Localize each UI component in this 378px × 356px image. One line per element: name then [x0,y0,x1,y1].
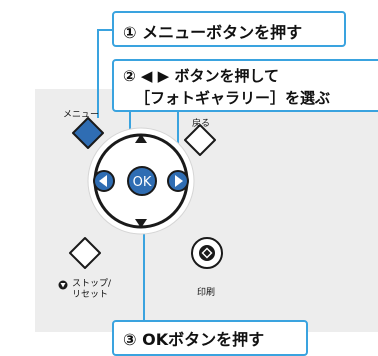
callout-step1-text: ① メニューボタンを押す [123,23,303,42]
left-arrow-icon [99,175,107,187]
callout-step1: ① メニューボタンを押す [112,11,346,47]
callout-step2: ② ◀ ▶ ボタンを押して ［フォトギャラリー］を選ぶ [112,59,378,112]
callout-step3: ③ OKボタンを押す [112,320,308,356]
up-arrow-icon [135,134,147,143]
callout-step2-line1: ② ◀ ▶ ボタンを押して [123,67,279,85]
callout-step3-text: ③ OKボタンを押す [123,330,265,349]
stop-reset-label-line2: リセット [72,290,109,300]
down-arrow-icon [135,219,147,228]
right-arrow-icon [175,175,183,187]
stop-reset-label-line1: ストップ/ [72,279,112,289]
leader-line-step1 [97,29,112,118]
back-button-label: 戻る [192,119,211,129]
stop-reset-button[interactable] [69,237,101,269]
menu-button-label: メニュー [63,110,100,120]
ok-button[interactable] [127,166,157,196]
ok-button-label: OK [133,175,152,190]
back-button[interactable] [184,124,216,156]
callout-step2-line2: ［フォトギャラリー］を選ぶ [135,89,331,107]
menu-button[interactable] [72,117,104,149]
print-button-label: 印刷 [197,288,216,298]
